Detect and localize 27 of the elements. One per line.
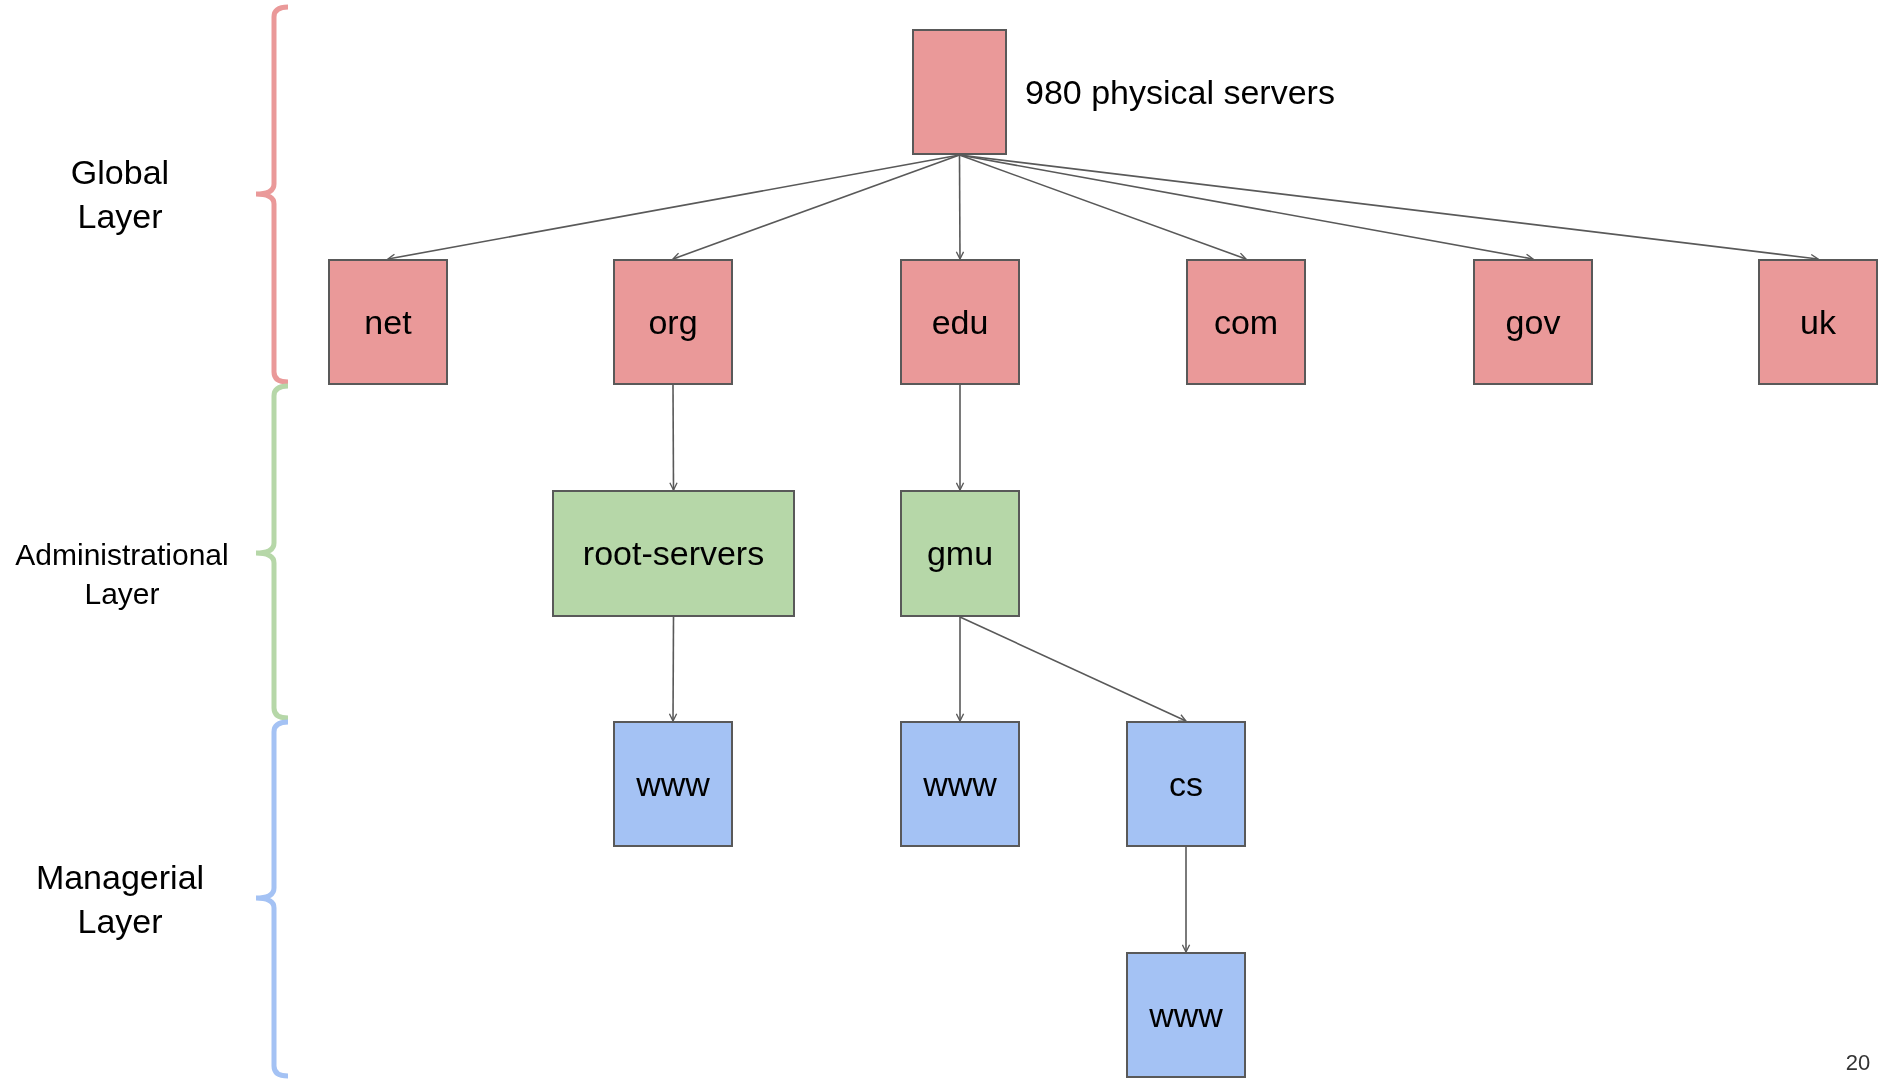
arrow: [669, 384, 678, 491]
arrow: [668, 616, 678, 722]
domain-box: www: [613, 721, 733, 847]
node-caption: 980 physical servers: [1025, 73, 1335, 112]
layer-label: Global Layer: [69, 152, 171, 238]
domain-box: edu: [900, 259, 1020, 385]
domain-box: root-servers: [552, 490, 795, 617]
layer-label: Administrational Layer: [14, 537, 230, 612]
arrow: [955, 384, 965, 491]
domain-box: net: [328, 259, 448, 385]
arrow: [672, 154, 961, 261]
domain-box: cs: [1126, 721, 1246, 847]
domain-box: com: [1186, 259, 1306, 385]
page-number: 20: [1844, 1052, 1872, 1074]
domain-box: www: [1126, 952, 1246, 1078]
domain-box: www: [900, 721, 1020, 847]
domain-box: org: [613, 259, 733, 385]
arrow: [1181, 846, 1191, 953]
domain-box: gov: [1473, 259, 1593, 385]
layer-label: Managerial Layer: [34, 857, 206, 943]
arrow: [955, 154, 965, 260]
domain-box: uk: [1758, 259, 1878, 385]
domain-box: gmu: [900, 490, 1020, 617]
server-box: [912, 29, 1007, 155]
arrow: [959, 616, 1187, 722]
arrow: [958, 154, 1247, 261]
arrow: [955, 616, 965, 722]
